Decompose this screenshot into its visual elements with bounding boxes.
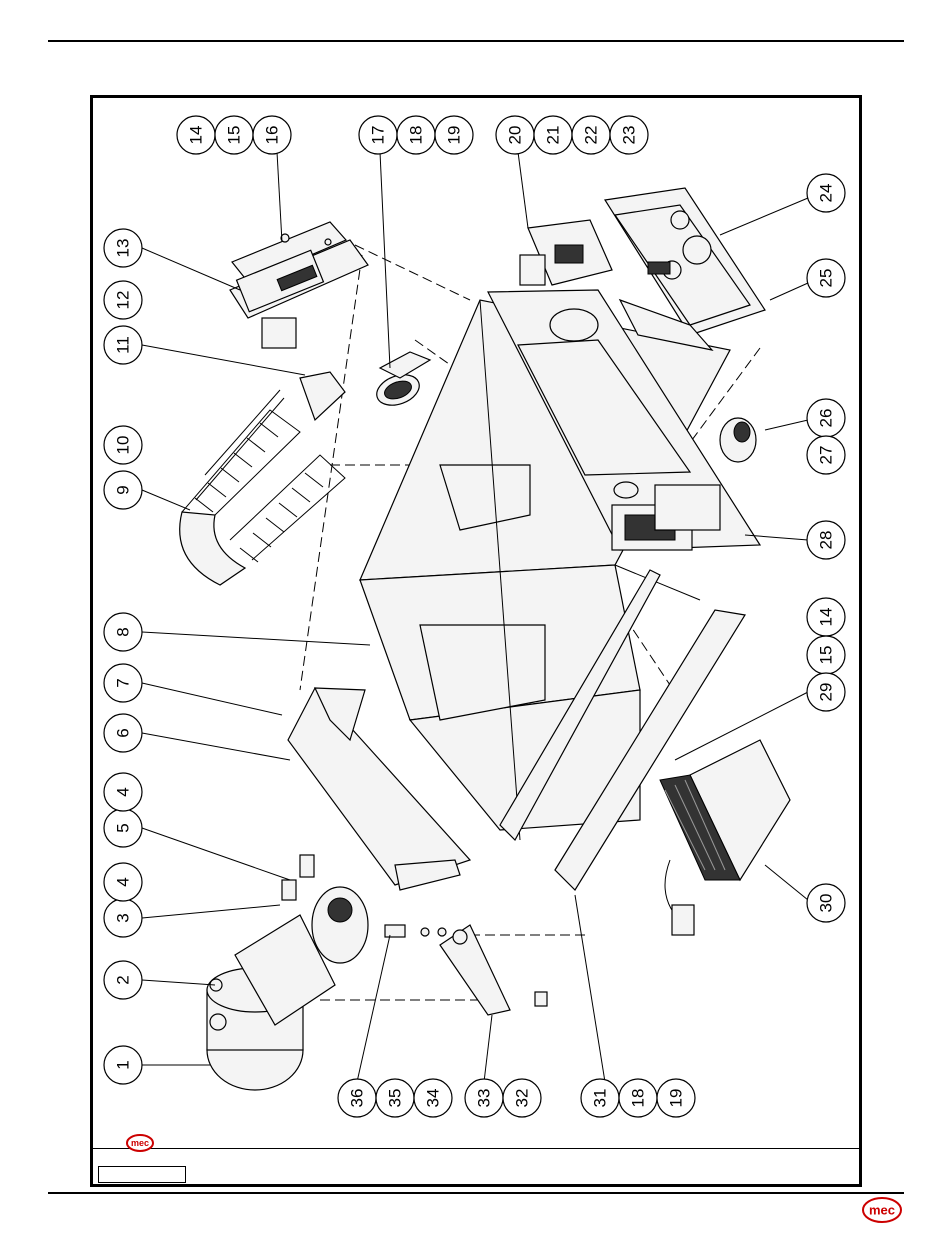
svg-text:12: 12	[114, 291, 133, 310]
callout-15b: 15	[807, 636, 845, 674]
callout-6: 6	[104, 714, 142, 752]
callout-7: 7	[104, 664, 142, 702]
callout-19a: 19	[435, 116, 473, 154]
callout-35: 35	[376, 1079, 414, 1117]
mec-logo-corner: mec	[863, 1198, 901, 1222]
svg-text:5: 5	[114, 823, 133, 832]
callout-17: 17	[359, 116, 397, 154]
callout-14a: 14	[177, 116, 215, 154]
callout-16: 16	[253, 116, 291, 154]
callout-26: 26	[807, 399, 845, 437]
callout-28: 28	[807, 521, 845, 559]
callout-24: 24	[807, 174, 845, 212]
callout-22: 22	[572, 116, 610, 154]
svg-text:10: 10	[114, 436, 133, 455]
mec-logo-small: mec	[127, 1135, 153, 1151]
svg-text:33: 33	[475, 1089, 494, 1108]
svg-text:4: 4	[114, 787, 133, 796]
mount-bracket	[385, 925, 547, 1015]
bottom-rule	[48, 1192, 904, 1194]
callout-32: 32	[503, 1079, 541, 1117]
switch-bracket	[520, 220, 612, 285]
callout-8: 8	[104, 613, 142, 651]
svg-text:24: 24	[817, 184, 836, 203]
svg-text:14: 14	[817, 608, 836, 627]
svg-text:35: 35	[386, 1089, 405, 1108]
svg-text:26: 26	[817, 409, 836, 428]
svg-text:3: 3	[114, 913, 133, 922]
svg-text:15: 15	[817, 646, 836, 665]
svg-text:17: 17	[369, 126, 388, 145]
callout-27: 27	[807, 436, 845, 474]
callout-14b: 14	[807, 598, 845, 636]
svg-text:23: 23	[620, 126, 639, 145]
svg-text:mec: mec	[869, 1203, 895, 1218]
callout-25: 25	[807, 259, 845, 297]
svg-text:27: 27	[817, 446, 836, 465]
svg-text:6: 6	[114, 728, 133, 737]
callout-20: 20	[496, 116, 534, 154]
svg-text:19: 19	[445, 126, 464, 145]
svg-text:32: 32	[513, 1089, 532, 1108]
svg-text:36: 36	[348, 1089, 367, 1108]
callout-21: 21	[534, 116, 572, 154]
callout-1: 1	[104, 1046, 142, 1084]
svg-text:18: 18	[407, 126, 426, 145]
svg-text:14: 14	[187, 126, 206, 145]
svg-text:20: 20	[506, 126, 525, 145]
callout-13: 13	[104, 229, 142, 267]
callout-34: 34	[414, 1079, 452, 1117]
svg-text:15: 15	[225, 126, 244, 145]
hydraulic-power-unit	[207, 855, 368, 1090]
svg-text:16: 16	[263, 126, 282, 145]
svg-text:25: 25	[817, 269, 836, 288]
horn	[720, 418, 756, 462]
callout-29: 29	[807, 673, 845, 711]
callout-36: 36	[338, 1079, 376, 1117]
callout-3: 3	[104, 899, 142, 937]
svg-text:11: 11	[114, 336, 133, 354]
callout-18a: 18	[397, 116, 435, 154]
callout-11: 11	[104, 326, 142, 364]
svg-text:8: 8	[114, 627, 133, 636]
svg-text:1: 1	[114, 1060, 133, 1069]
svg-text:7: 7	[114, 678, 133, 687]
svg-text:21: 21	[544, 126, 563, 145]
svg-text:mec: mec	[131, 1138, 149, 1148]
callout-30: 30	[807, 884, 845, 922]
callout-15a: 15	[215, 116, 253, 154]
svg-text:2: 2	[114, 975, 133, 984]
control-box	[605, 188, 765, 350]
callout-4a: 4	[104, 863, 142, 901]
cable-chain	[180, 372, 345, 585]
svg-text:28: 28	[817, 531, 836, 550]
callout-9: 9	[104, 471, 142, 509]
callout-12: 12	[104, 281, 142, 319]
callout-31: 31	[581, 1079, 619, 1117]
callout-18b: 18	[619, 1079, 657, 1117]
svg-text:18: 18	[629, 1089, 648, 1108]
svg-text:9: 9	[114, 485, 133, 494]
motor-controller	[660, 740, 790, 935]
controller-plate-assembly	[230, 222, 368, 348]
svg-text:30: 30	[817, 894, 836, 913]
callout-19b: 19	[657, 1079, 695, 1117]
callout-2: 2	[104, 961, 142, 999]
callout-10: 10	[104, 426, 142, 464]
callout-4b: 4	[104, 773, 142, 811]
svg-text:34: 34	[424, 1089, 443, 1108]
svg-text:19: 19	[667, 1089, 686, 1108]
callout-5: 5	[104, 809, 142, 847]
callout-23: 23	[610, 116, 648, 154]
svg-text:29: 29	[817, 683, 836, 702]
svg-text:4: 4	[114, 877, 133, 886]
callout-33: 33	[465, 1079, 503, 1117]
svg-text:22: 22	[582, 126, 601, 145]
cooling-fan	[373, 352, 430, 411]
svg-text:13: 13	[114, 239, 133, 258]
svg-text:31: 31	[591, 1089, 610, 1108]
